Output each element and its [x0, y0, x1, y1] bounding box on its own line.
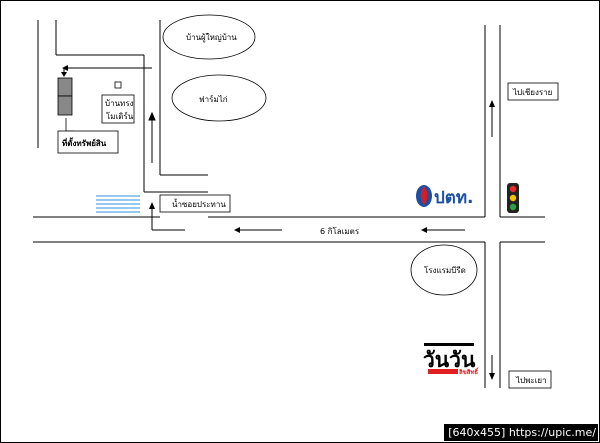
townhouse-label-1: บ้านทรง: [105, 99, 134, 108]
farm-house-landmark: [171, 74, 267, 122]
arrow-soi-up-head: [148, 111, 156, 121]
south-direction-box: [508, 370, 552, 389]
ptt-logo-text: ปตท.: [434, 188, 474, 208]
village-house-landmark: [162, 14, 256, 60]
image-host-watermark: [640x455] https://upic.me/: [444, 424, 598, 441]
hotel-landmark: [410, 244, 478, 296]
roads: [33, 20, 545, 388]
traffic-light-icon: [507, 183, 519, 213]
property-callout-box: [57, 130, 119, 154]
arrow-west-2-head: [421, 227, 427, 233]
arrow-north-head: [489, 100, 495, 107]
hotel-label: โรงแรมบีรีด: [424, 265, 466, 275]
property-location-label: ที่ตั้งทรัพย์สิน: [62, 137, 107, 148]
village-house-label: บ้านผู้ใหญ่บ้าน: [186, 33, 237, 43]
property-building-top: [57, 77, 73, 97]
newspaper-logo: วันวัน ลิขสิทธิ์: [423, 343, 479, 376]
direction-arrows: [61, 65, 495, 380]
newspaper-logo-main: วันวัน: [423, 348, 476, 372]
property-building-bottom: [57, 95, 73, 116]
canal-label-box: [159, 194, 231, 213]
north-direction-box: [507, 82, 559, 101]
arrow-south-head: [489, 373, 495, 380]
townhouse-box: [101, 94, 135, 124]
newspaper-logo-sub: ลิขสิทธิ์: [459, 367, 480, 376]
ptt-logo: ปตท.: [416, 185, 474, 208]
store-icon: [114, 81, 122, 89]
canal-label: น้ำซอยประทาน: [172, 198, 226, 209]
distance-label: 6 กิโลเมตร: [320, 226, 360, 236]
arrow-west-1-head: [234, 227, 240, 233]
farm-house-label: ฟาร์มไก่: [199, 94, 228, 104]
canal-water: [96, 195, 140, 213]
townhouse-label-2: โมเดิร์น: [106, 111, 134, 121]
north-direction-label: ไปเชียงราย: [512, 88, 552, 97]
arrow-soi-down-head: [61, 72, 67, 77]
arrow-soi-left-head: [62, 65, 68, 71]
south-direction-label: ไปพะเยา: [515, 376, 547, 385]
arrow-turn-head: [149, 202, 155, 209]
